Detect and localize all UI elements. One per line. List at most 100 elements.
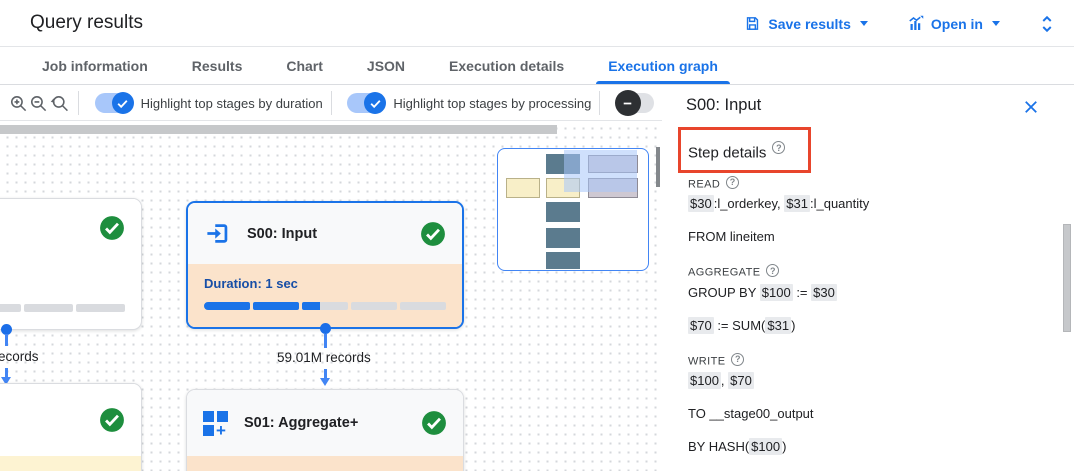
- toggle-highlight-duration[interactable]: [94, 92, 134, 114]
- tab-results[interactable]: Results: [191, 57, 243, 74]
- variable-token: $31: [784, 195, 810, 212]
- stage-progress-bar: [0, 304, 125, 312]
- edge-line: [5, 368, 8, 378]
- tab-job-information[interactable]: Job information: [42, 57, 148, 74]
- panel-content: Step details? READ? $30:l_orderkey, $31:l…: [688, 121, 1038, 455]
- variable-token: $100: [759, 283, 793, 301]
- tab-execution-details[interactable]: Execution details: [449, 57, 565, 74]
- edge-line: [324, 369, 327, 379]
- variable-token: $70: [728, 372, 754, 389]
- progress-segment: [24, 304, 74, 312]
- stage-duration-label: Duration: 1 sec: [204, 276, 298, 291]
- input-stage-icon: [204, 220, 231, 247]
- divider: [330, 91, 332, 115]
- help-icon[interactable]: ?: [772, 141, 786, 154]
- panel-code-line: TO __stage00_output: [688, 406, 814, 421]
- panel-section-label: READ?: [688, 175, 1038, 190]
- graph-minimap[interactable]: [497, 148, 649, 271]
- tab-chart[interactable]: Chart: [286, 57, 323, 74]
- annotation-red-box: [678, 127, 811, 173]
- processing-strip: [0, 456, 141, 471]
- page-title: Query results: [30, 12, 143, 33]
- help-icon[interactable]: ?: [731, 352, 745, 366]
- caret-down-icon: [859, 21, 868, 26]
- caret-down-icon: [992, 21, 1000, 26]
- panel-code-line: GROUP BY $100 := $30: [688, 283, 837, 301]
- expand-collapse-icon[interactable]: [1038, 14, 1056, 34]
- progress-segment: [351, 302, 397, 310]
- panel-section-label: AGGREGATE?: [688, 264, 1038, 279]
- edge-dot: [320, 323, 331, 334]
- header-actions: Save results Open in: [744, 0, 1056, 47]
- stage-title: S01: Aggregate+: [244, 415, 359, 431]
- panel-code-line: FROM lineitem: [688, 229, 775, 244]
- edge-label-left: ecords: [0, 349, 39, 364]
- variable-token: $100: [749, 438, 783, 455]
- divider: [77, 91, 79, 115]
- stage-node-partial-bottom[interactable]: [0, 383, 142, 471]
- edge-label-main: 59.01M records: [277, 350, 371, 365]
- progress-segment: [76, 304, 125, 312]
- edge-dot: [1, 324, 12, 335]
- divider: [599, 91, 600, 115]
- toggle-duration-label: Highlight top stages by duration: [140, 95, 323, 111]
- save-icon: [744, 15, 761, 32]
- variable-token: $30: [811, 283, 837, 301]
- close-icon[interactable]: [1022, 98, 1040, 116]
- zoom-out-icon[interactable]: [29, 89, 50, 117]
- panel-code-line: $100, $70: [688, 372, 754, 389]
- open-in-button[interactable]: Open in: [906, 15, 1000, 33]
- edge-line: [324, 334, 327, 348]
- minimap-block: [546, 252, 580, 269]
- panel-vertical-scrollbar-thumb[interactable]: [1063, 224, 1071, 332]
- toggle-processing-label: Highlight top stages by processing: [393, 95, 592, 111]
- minimap-viewport[interactable]: [564, 150, 637, 192]
- stage-progress-bar: [204, 302, 446, 310]
- panel-code-line: $70 := SUM($31): [688, 316, 796, 334]
- progress-segment: [204, 302, 250, 310]
- variable-token: $100: [688, 372, 721, 389]
- execution-graph-canvas[interactable]: ecords S00: Input: [0, 121, 662, 471]
- save-results-button[interactable]: Save results: [744, 15, 868, 32]
- stage-node-s01[interactable]: + S01: Aggregate+ Duration:: [186, 389, 464, 471]
- panel-title: S00: Input: [686, 96, 762, 114]
- variable-token: $31: [765, 316, 792, 334]
- minimap-block: [546, 228, 580, 248]
- zoom-in-icon[interactable]: [8, 89, 29, 117]
- success-check-icon: [421, 410, 447, 436]
- edge-arrow-icon: [1, 377, 11, 385]
- aggregate-stage-icon: +: [203, 410, 228, 439]
- success-check-icon: [99, 215, 125, 241]
- success-check-icon: [99, 407, 125, 433]
- progress-segment: [302, 302, 348, 310]
- panel-code-line: $30:l_orderkey, $31:l_quantity: [688, 195, 870, 212]
- graph-toolbar: Highlight top stages by duration Highlig…: [0, 85, 662, 121]
- progress-segment: [0, 304, 22, 312]
- help-icon[interactable]: ?: [726, 175, 740, 189]
- tab-json[interactable]: JSON: [366, 57, 406, 74]
- minimap-block: [506, 178, 540, 198]
- minimap-block: [546, 202, 580, 222]
- edge-arrow-icon: [320, 378, 330, 386]
- results-tabbar: Job information Results Chart JSON Execution…: [0, 47, 1074, 85]
- stage-node-partial-top[interactable]: [0, 198, 142, 330]
- success-check-icon: [420, 221, 446, 247]
- panel-section-label: WRITE?: [688, 352, 1038, 367]
- divider: [0, 120, 1074, 121]
- progress-segment: [253, 302, 299, 310]
- tab-execution-graph[interactable]: Execution graph: [586, 47, 740, 84]
- variable-token: $70: [688, 316, 714, 334]
- horizontal-scrollbar-thumb[interactable]: [0, 125, 557, 134]
- step-details-heading: Step details?: [688, 141, 1038, 162]
- canvas-vertical-scrollbar-thumb[interactable]: [656, 147, 660, 187]
- toggle-highlight-processing[interactable]: [347, 92, 387, 114]
- step-details-panel: S00: Input Step details? READ? $30:l_orde…: [662, 85, 1074, 471]
- variable-token: $30: [688, 195, 714, 212]
- help-icon[interactable]: ?: [766, 264, 780, 277]
- stage-node-s00[interactable]: S00: Input Duration: 1 sec: [186, 201, 464, 329]
- zoom-reset-icon[interactable]: [49, 89, 70, 117]
- toggle-third-off[interactable]: [614, 90, 654, 116]
- header: Query results Save results Open in: [0, 0, 1074, 47]
- chart-icon: [906, 15, 924, 33]
